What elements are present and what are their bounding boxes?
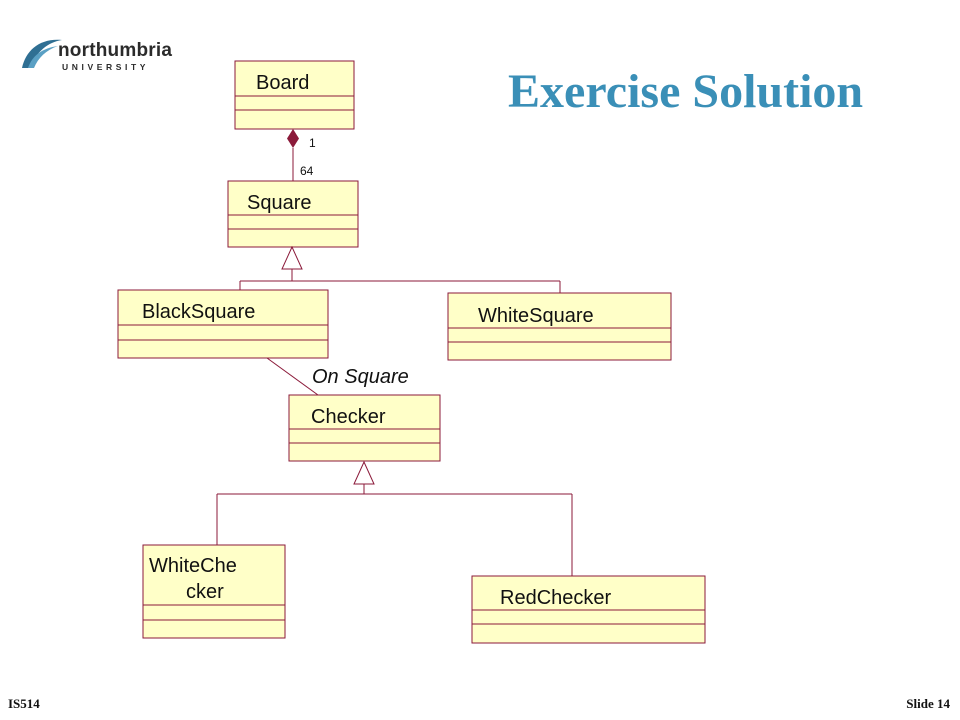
generalization-square [239, 245, 561, 293]
inheritance-triangle-icon [281, 245, 303, 270]
course-code: IS514 [8, 696, 40, 711]
class-board: Board [234, 60, 355, 130]
class-red-checker-name: RedChecker [500, 587, 612, 609]
class-black-square: BlackSquare [117, 289, 329, 359]
generalization-checker [216, 460, 573, 576]
logo-subtitle: UNIVERSITY [62, 62, 150, 72]
class-red-checker: RedChecker [471, 575, 706, 644]
multiplicity-whole: 1 [309, 136, 316, 150]
slide-title: Exercise Solution [508, 65, 864, 118]
class-white-square: WhiteSquare [447, 292, 672, 361]
logo-wordmark: northumbria [58, 40, 173, 61]
class-checker: Checker [288, 394, 441, 462]
slide-number: Slide 14 [906, 696, 950, 711]
association-label: On Square [312, 366, 409, 388]
association-on-square: On Square [266, 357, 409, 396]
class-board-name: Board [256, 72, 309, 94]
class-white-checker-name-line2: cker [186, 581, 224, 603]
class-white-checker: WhiteChe cker [142, 544, 286, 639]
class-square-name: Square [247, 192, 312, 214]
class-white-checker-name-line1: WhiteChe [149, 555, 237, 577]
inheritance-triangle-icon [353, 460, 375, 485]
composition-diamond-icon [287, 129, 299, 148]
class-white-square-name: WhiteSquare [478, 305, 594, 327]
swoosh-icon [22, 39, 62, 68]
class-square: Square [227, 180, 359, 248]
class-black-square-name: BlackSquare [142, 301, 255, 323]
class-checker-name: Checker [311, 406, 386, 428]
composition-board-square: 1 64 [287, 129, 316, 181]
multiplicity-part: 64 [300, 164, 314, 178]
university-logo: northumbria UNIVERSITY [18, 34, 178, 74]
